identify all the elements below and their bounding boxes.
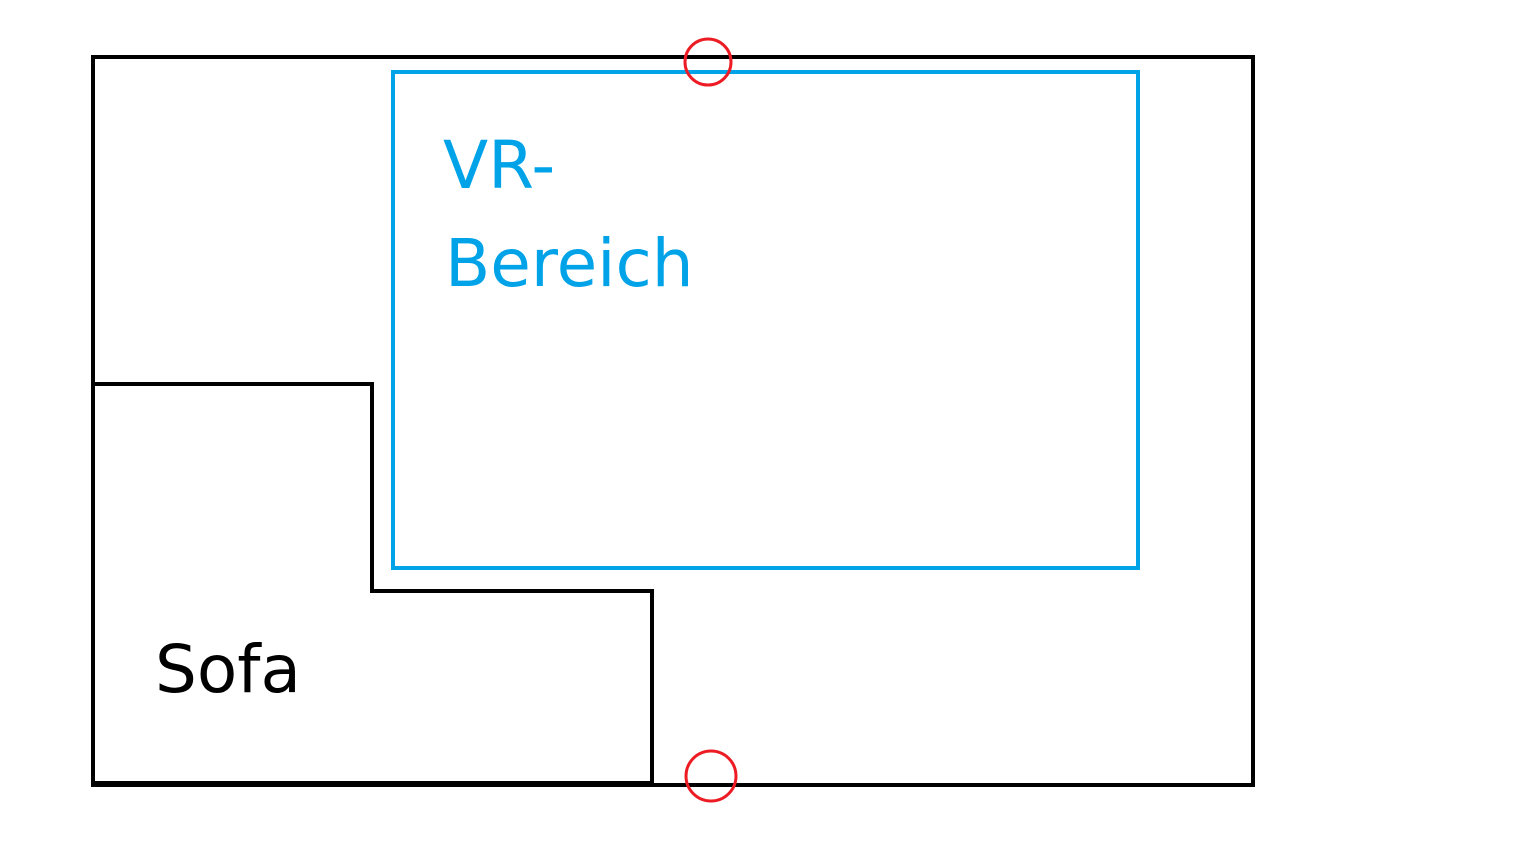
marker-circle-top <box>683 37 733 87</box>
sofa-label: Sofa <box>155 631 301 708</box>
sofa-outline <box>91 382 654 785</box>
vr-area-label-line1: VR- <box>443 127 555 204</box>
vr-area-label-line2: Bereich <box>445 225 694 302</box>
marker-circle-bottom <box>684 749 738 803</box>
vr-area-outline <box>391 70 1140 570</box>
